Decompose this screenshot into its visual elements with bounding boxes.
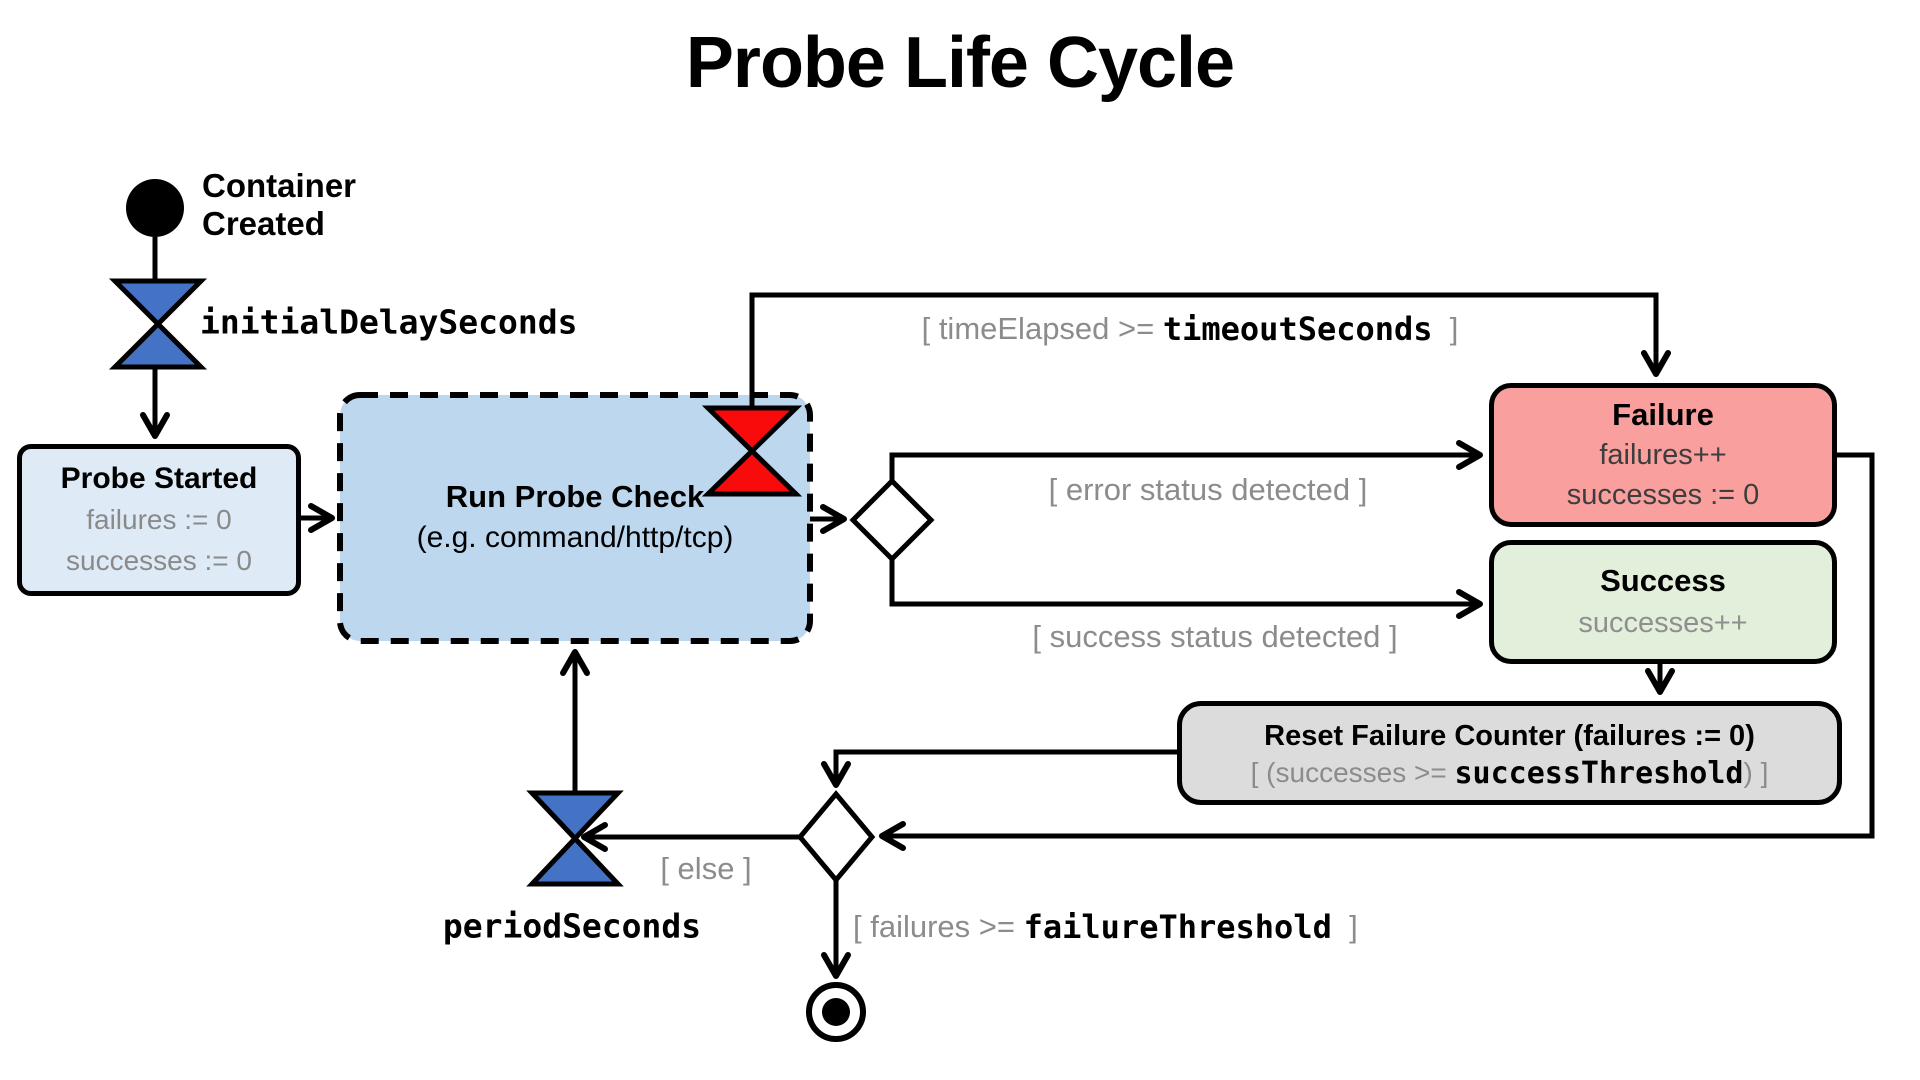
decision-diamond-lower <box>796 790 876 884</box>
period-timer-icon <box>526 790 624 887</box>
probe-started-title: Probe Started <box>60 462 258 495</box>
failure-threshold-guard-label: [ failures >= failureThreshold ] <box>853 908 1358 946</box>
initial-state-label-line2: Created <box>202 205 325 242</box>
reset-title: Reset Failure Counter (failures := 0) <box>1264 719 1755 752</box>
timeout-guard-keyword: timeoutSeconds <box>1162 310 1433 348</box>
success-title: Success <box>1600 563 1726 598</box>
else-guard-label: [ else ] <box>660 851 752 886</box>
timeout-guard-label: [ timeElapsed >= timeoutSeconds ] <box>922 310 1459 348</box>
period-timer-label: periodSeconds <box>442 906 702 946</box>
timeout-guard-prefix: [ timeElapsed >= <box>921 311 1163 346</box>
timeout-guard-suffix: ] <box>1432 311 1459 346</box>
run-probe-check-title: Run Probe Check <box>445 479 705 514</box>
failure-threshold-suffix: ] <box>1331 909 1358 944</box>
failure-box: Failure failures++ successes := 0 <box>1489 383 1837 527</box>
edge-timeout-to-failure <box>749 292 1671 406</box>
edge-reset-to-lower-decision <box>821 749 1177 788</box>
edge-failure-to-lower-decision <box>879 452 1875 851</box>
probe-started-action1: failures := 0 <box>86 504 232 535</box>
reset-failure-counter-box: Reset Failure Counter (failures := 0) [ … <box>1177 701 1842 805</box>
decision-diamond-upper <box>849 477 935 563</box>
edge-success-to-successbox <box>889 559 1483 619</box>
run-probe-check-box <box>337 392 813 644</box>
failure-action1: failures++ <box>1599 439 1727 471</box>
success-box: Success successes++ <box>1489 540 1837 664</box>
initial-delay-timer-label: initialDelaySeconds <box>200 302 578 342</box>
success-action1: successes++ <box>1578 607 1748 639</box>
probe-started-box: Probe Started failures := 0 successes :=… <box>17 444 301 596</box>
reset-guard-suffix: ) ] <box>1743 757 1769 788</box>
failure-threshold-keyword: failureThreshold <box>1023 908 1332 946</box>
initial-state-node <box>126 179 184 237</box>
run-probe-check-label: Run Probe Check (e.g. command/http/tcp) <box>340 395 810 641</box>
probe-started-action2: successes := 0 <box>66 545 252 576</box>
failure-title: Failure <box>1612 397 1714 432</box>
run-probe-check-subtitle: (e.g. command/http/tcp) <box>416 521 734 554</box>
edge-error-to-failure <box>889 440 1483 481</box>
reset-guard: [ (successes >= successThreshold) ] <box>1251 756 1769 791</box>
final-state-inner-dot <box>822 998 850 1026</box>
initial-state-label-line1: Container <box>202 167 357 204</box>
reset-guard-prefix: [ (successes >= <box>1250 757 1455 788</box>
initial-delay-timer-icon <box>108 278 208 370</box>
timeout-timer-icon <box>701 405 803 497</box>
failure-action2: successes := 0 <box>1566 479 1760 511</box>
success-guard-label: [ success status detected ] <box>1032 619 1398 654</box>
page-title: Probe Life Cycle <box>685 23 1235 103</box>
error-guard-label: [ error status detected ] <box>1048 472 1368 507</box>
failure-threshold-prefix: [ failures >= <box>853 909 1024 944</box>
initial-state-label: Container Created <box>202 167 356 243</box>
reset-guard-keyword: successThreshold <box>1454 755 1744 791</box>
